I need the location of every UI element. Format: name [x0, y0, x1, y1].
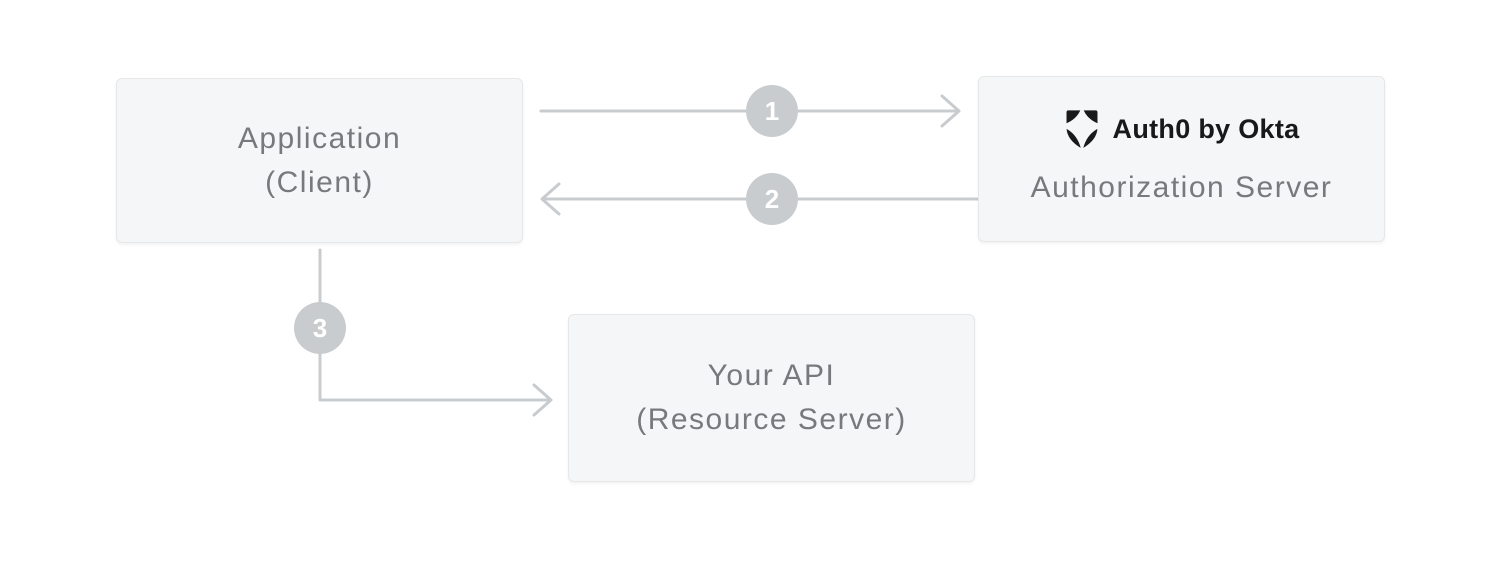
step-badge-1: 1	[746, 85, 798, 137]
step-badge-2: 2	[746, 173, 798, 225]
step-badge-3-number: 3	[312, 312, 328, 343]
step-badge-3: 3	[294, 302, 346, 354]
node-your-api-resource-server: Your API (Resource Server)	[568, 314, 975, 482]
auth0-brand-row: Auth0 by Okta	[1063, 108, 1300, 150]
api-label-line2: (Resource Server)	[636, 403, 907, 436]
application-label-line2: (Client)	[265, 165, 374, 199]
node-authorization-server: Auth0 by Okta Authorization Server	[978, 76, 1385, 242]
auth0-brand-text: Auth0 by Okta	[1112, 113, 1300, 144]
step-badge-1-number: 1	[764, 95, 780, 126]
authorization-server-label: Authorization Server	[1030, 170, 1333, 204]
api-label-line1: Your API	[707, 359, 836, 392]
arrow-3-head-icon	[532, 383, 553, 417]
node-application-client: Application (Client)	[116, 78, 523, 243]
auth0-shield-icon	[1063, 108, 1100, 150]
arrow-1-head-icon	[940, 94, 961, 128]
application-label-line1: Application	[237, 121, 402, 155]
arrow-3-line	[318, 248, 551, 402]
step-badge-2-number: 2	[764, 183, 780, 214]
arrow-2-head-icon	[540, 182, 561, 216]
